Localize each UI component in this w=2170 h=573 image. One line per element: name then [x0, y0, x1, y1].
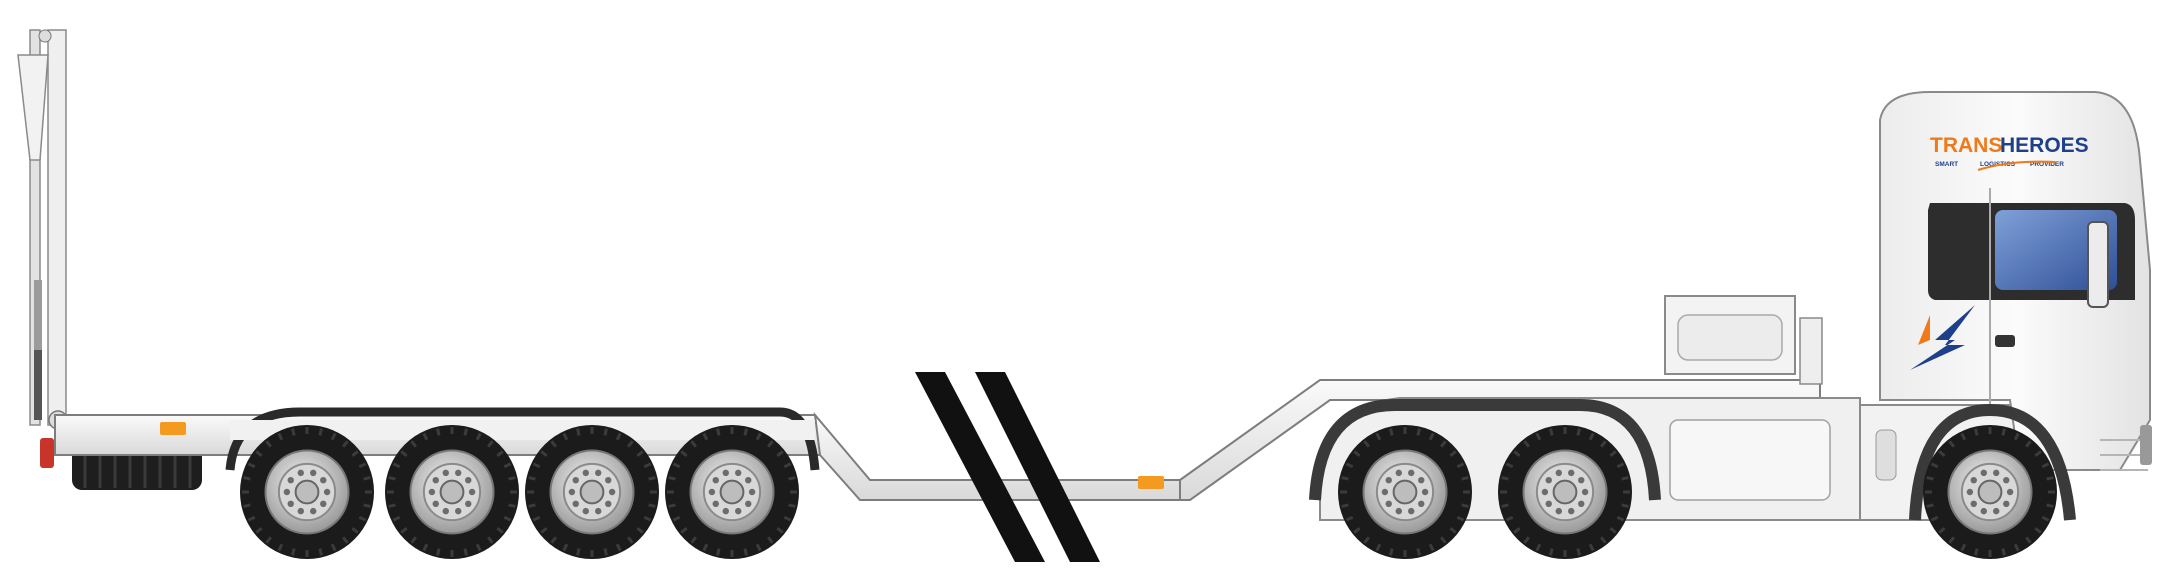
trailer-wheel-2: [385, 425, 519, 559]
length-break-marks: [915, 372, 1100, 562]
trailer-wheel-3: [525, 425, 659, 559]
trailer-wheel-4: [665, 425, 799, 559]
rear-loading-post: [17, 29, 68, 430]
rear-tail-light: [40, 438, 54, 468]
truck-cab: [1879, 91, 2152, 521]
wheels: [240, 425, 2057, 559]
brand-bolt-icon: [1910, 305, 1975, 370]
door-handle: [1995, 335, 2015, 347]
brand-tagline-3: PROVIDER: [2030, 161, 2064, 168]
trailer-wheel-1: [240, 425, 374, 559]
brand-logo: TRANS HEROES SMART LOGISTICS PROVIDER: [1930, 134, 2089, 171]
truck-rear-wheel-1: [1338, 425, 1472, 559]
side-mirror: [2087, 221, 2109, 308]
brand-tagline-1: SMART: [1935, 161, 1958, 168]
truck-front-wheel: [1923, 425, 2057, 559]
trailer-fender: [225, 407, 820, 471]
cab-window: [1995, 210, 2117, 290]
truck-rear-fender: [1309, 399, 1661, 501]
brand-name-part2: HEROES: [2000, 134, 2089, 157]
truck-rear-wheel-2: [1498, 425, 1632, 559]
brand-name-part1: TRANS: [1930, 134, 2002, 157]
front-light: [2140, 425, 2152, 465]
